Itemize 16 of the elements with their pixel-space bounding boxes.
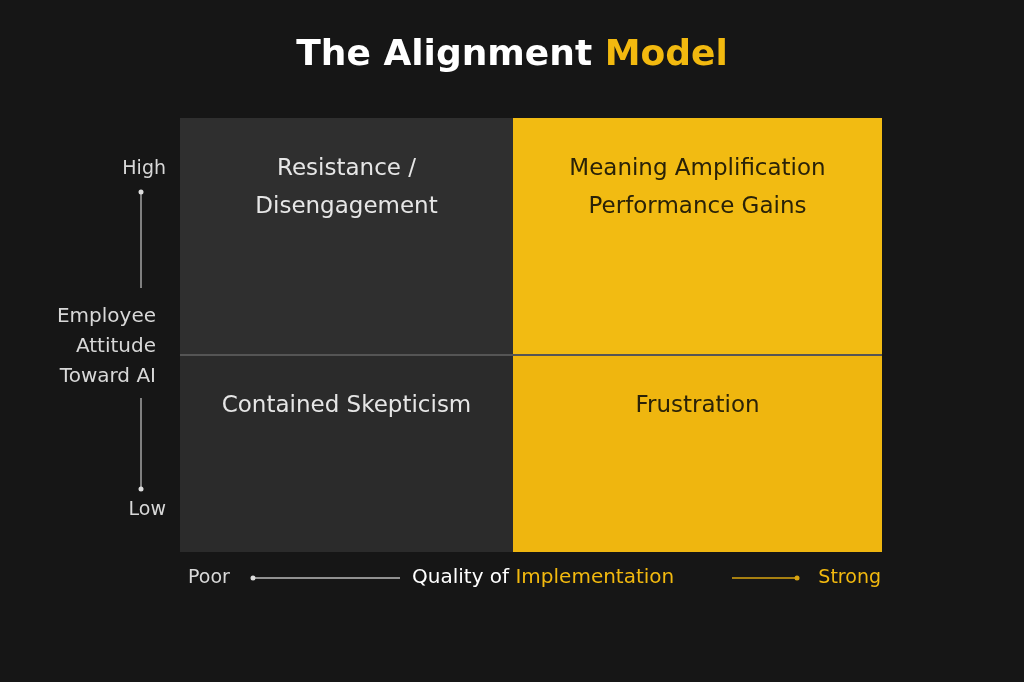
- quadrant-panel: [180, 355, 513, 552]
- axis-label: Low: [128, 497, 166, 519]
- quadrant-label: Frustration: [634, 390, 761, 419]
- quadrant-label: Contained Skepticism: [220, 390, 473, 419]
- quadrant-label: Resistance / Disengagement: [254, 153, 439, 220]
- quadrant-panel: [180, 118, 513, 355]
- axis-title: Employee Attitude Toward AI: [55, 302, 156, 389]
- axis-label: Poor: [188, 565, 230, 587]
- quadrant-label: Meaning Amplification: [568, 153, 827, 182]
- axis-label: Strong: [818, 565, 881, 587]
- quadrant-label: Performance Gains: [587, 191, 808, 220]
- title: The Alignment Model: [295, 32, 729, 73]
- quadrant-panel: [513, 118, 882, 355]
- quadrant-panel: [513, 355, 882, 552]
- axis-title: Quality of Implementation: [412, 564, 675, 588]
- axis-label: High: [122, 156, 166, 178]
